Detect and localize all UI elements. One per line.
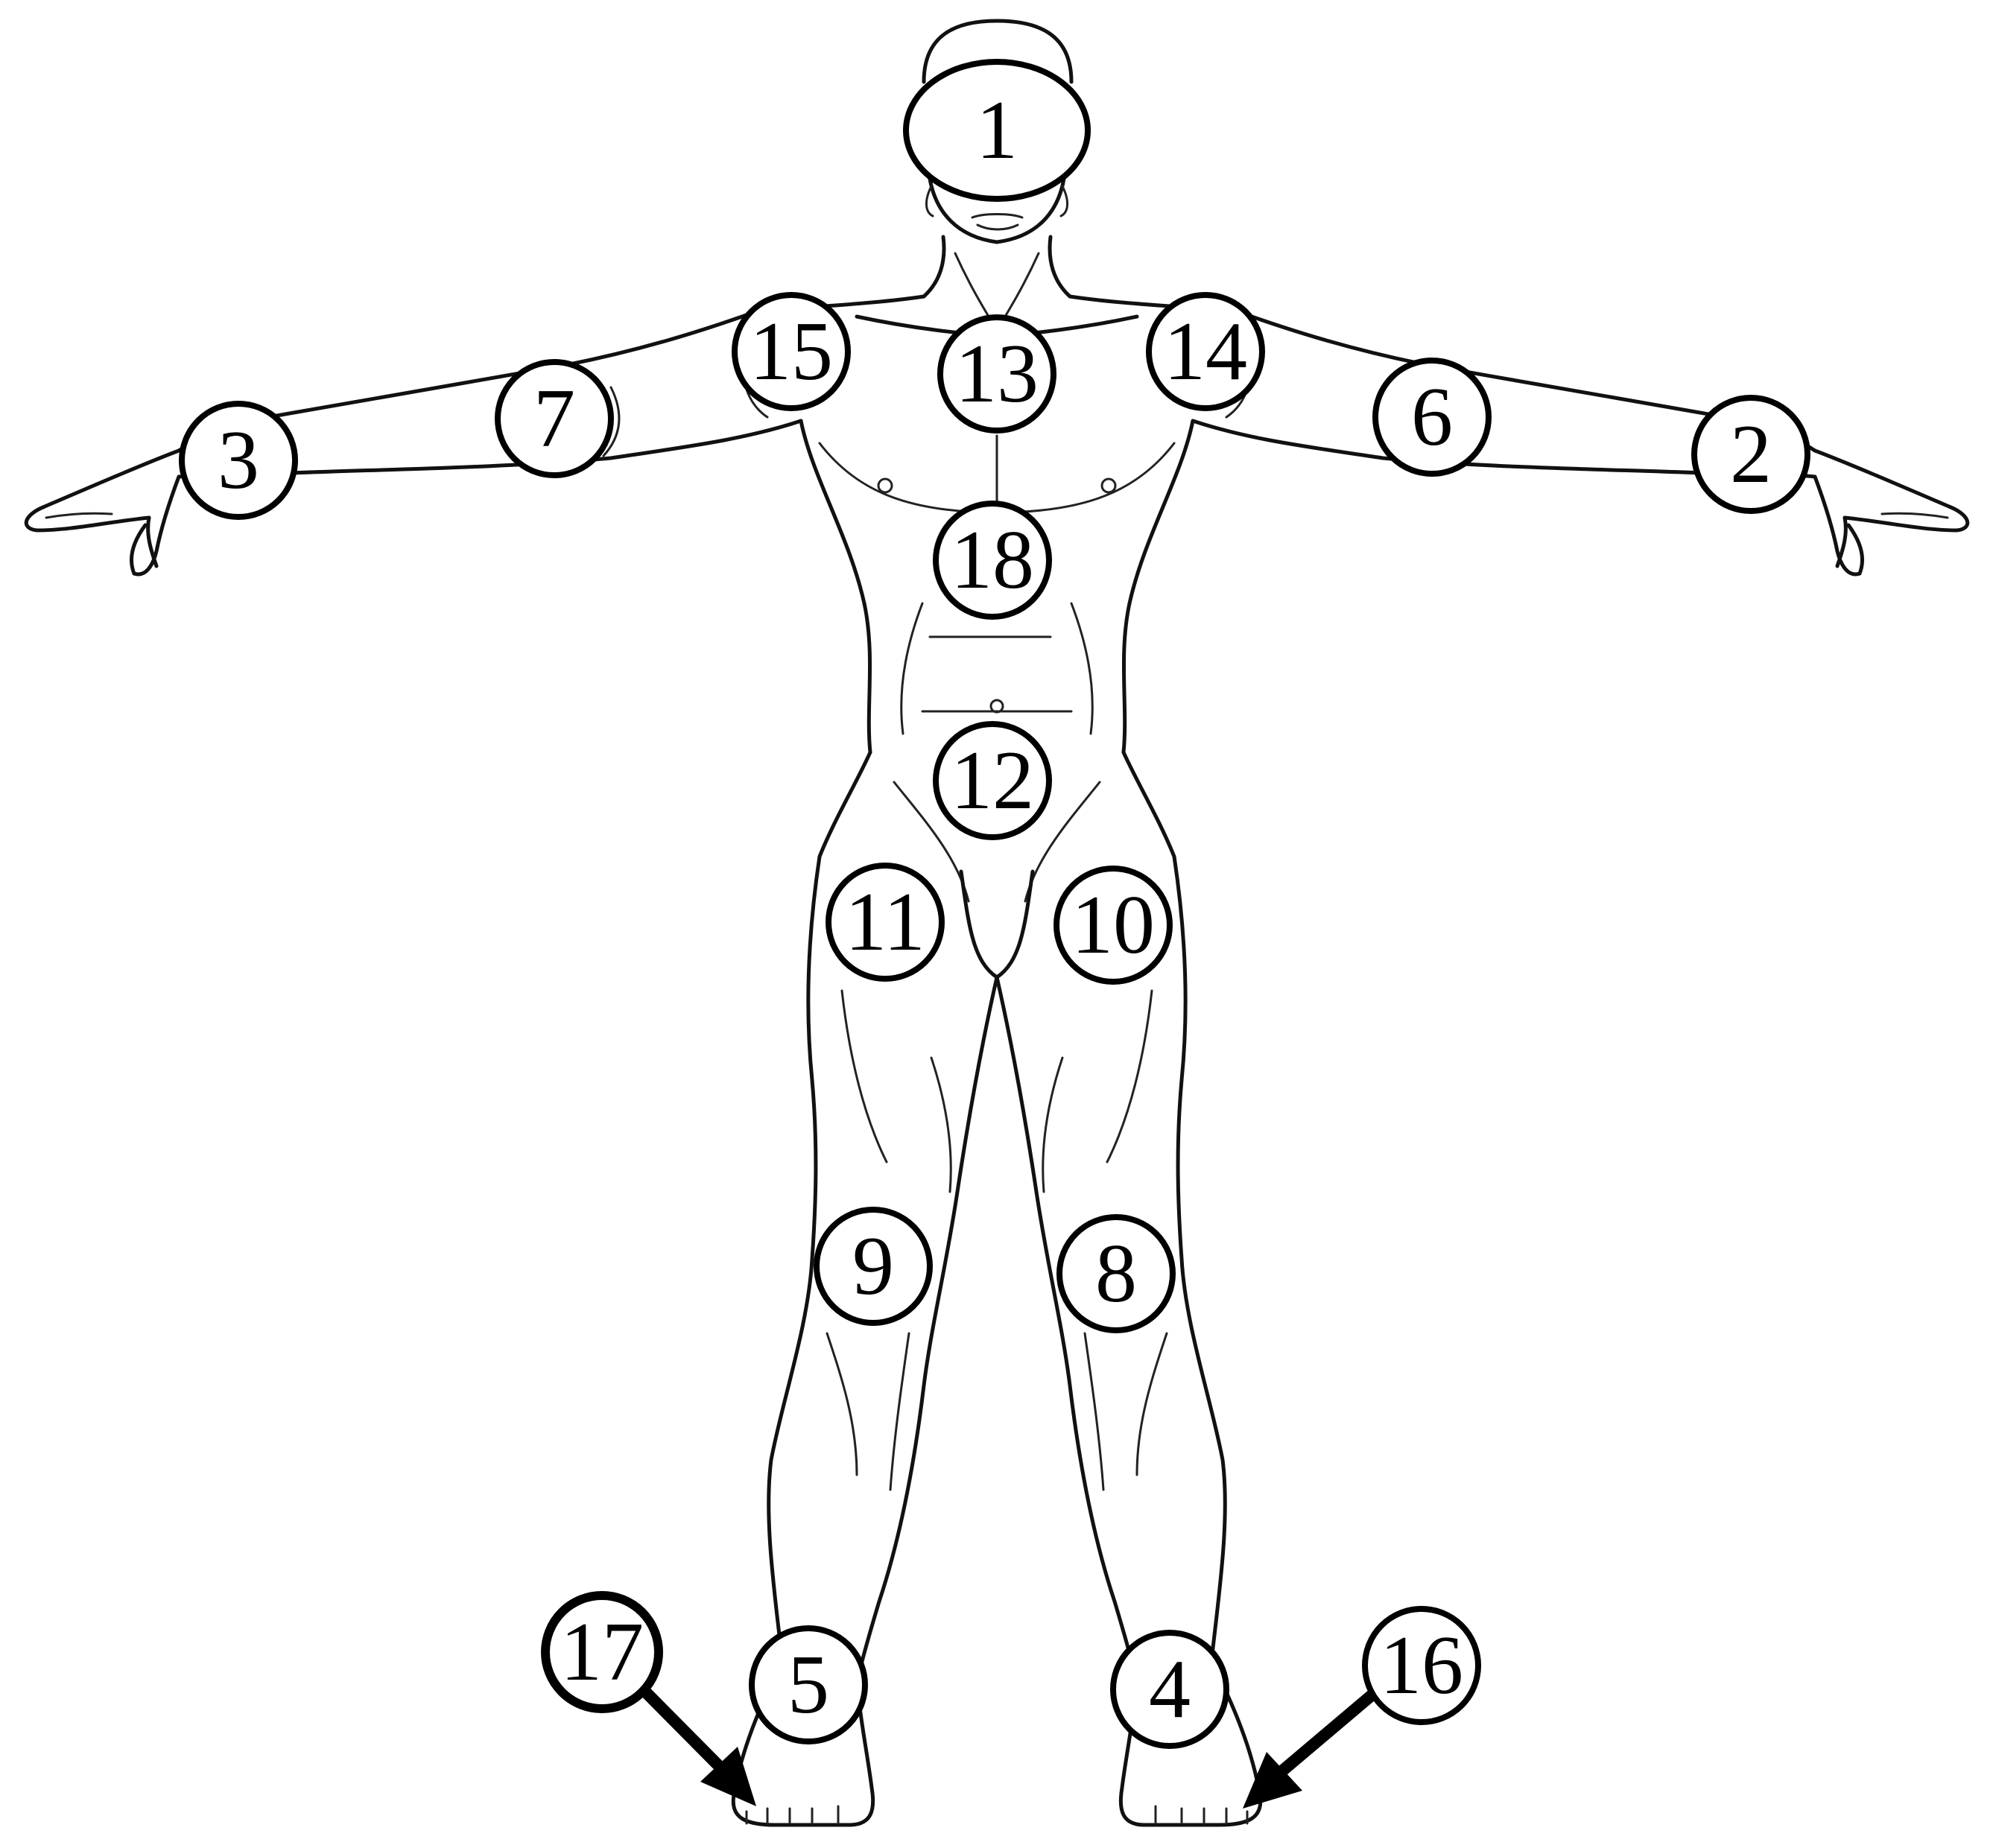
leg-right-side [995, 854, 1263, 1827]
human-figure-outline [24, 19, 1970, 1827]
marker-6[interactable]: 6 [1372, 358, 1492, 477]
svg-text:11: 11 [845, 876, 925, 968]
arrow-16 [1243, 1686, 1381, 1809]
torso [750, 294, 1243, 979]
svg-text:1: 1 [976, 84, 1018, 177]
leg-left-side [731, 854, 999, 1827]
marker-18[interactable]: 18 [933, 501, 1052, 620]
svg-text:9: 9 [852, 1220, 894, 1312]
marker-14[interactable]: 14 [1146, 292, 1265, 411]
svg-text:12: 12 [951, 734, 1034, 827]
marker-4[interactable]: 4 [1110, 1630, 1229, 1749]
region-markers: 1 2 3 4 5 6 7 8 [179, 59, 1810, 1749]
marker-7[interactable]: 7 [495, 359, 614, 478]
svg-text:7: 7 [533, 372, 575, 465]
marker-16[interactable]: 16 [1362, 1606, 1481, 1725]
marker-15[interactable]: 15 [732, 292, 851, 411]
marker-8[interactable]: 8 [1056, 1214, 1176, 1333]
marker-3[interactable]: 3 [179, 401, 298, 520]
svg-text:13: 13 [955, 328, 1039, 420]
marker-12[interactable]: 12 [933, 721, 1052, 840]
svg-text:8: 8 [1095, 1228, 1137, 1320]
arm-left-side [24, 311, 803, 577]
svg-text:4: 4 [1149, 1643, 1191, 1736]
head [922, 19, 1074, 244]
marker-10[interactable]: 10 [1053, 866, 1173, 985]
marker-17[interactable]: 17 [541, 1591, 663, 1713]
marker-13[interactable]: 13 [937, 314, 1056, 434]
marker-2[interactable]: 2 [1691, 395, 1810, 514]
svg-text:5: 5 [788, 1639, 829, 1731]
svg-text:15: 15 [750, 305, 833, 398]
arm-right-side [1191, 311, 1970, 577]
marker-1[interactable]: 1 [903, 59, 1091, 202]
svg-text:17: 17 [560, 1606, 644, 1698]
marker-5[interactable]: 5 [749, 1625, 868, 1744]
arrow-17 [636, 1683, 756, 1806]
neck [922, 235, 1072, 322]
marker-9[interactable]: 9 [814, 1207, 933, 1326]
svg-text:2: 2 [1730, 408, 1772, 501]
svg-text:18: 18 [951, 514, 1034, 606]
marker-11[interactable]: 11 [826, 863, 945, 982]
svg-text:6: 6 [1411, 371, 1453, 463]
pointer-arrows [636, 1683, 1381, 1809]
svg-text:10: 10 [1071, 879, 1155, 971]
svg-text:16: 16 [1380, 1619, 1463, 1712]
svg-text:3: 3 [218, 414, 259, 507]
svg-text:14: 14 [1164, 305, 1247, 398]
